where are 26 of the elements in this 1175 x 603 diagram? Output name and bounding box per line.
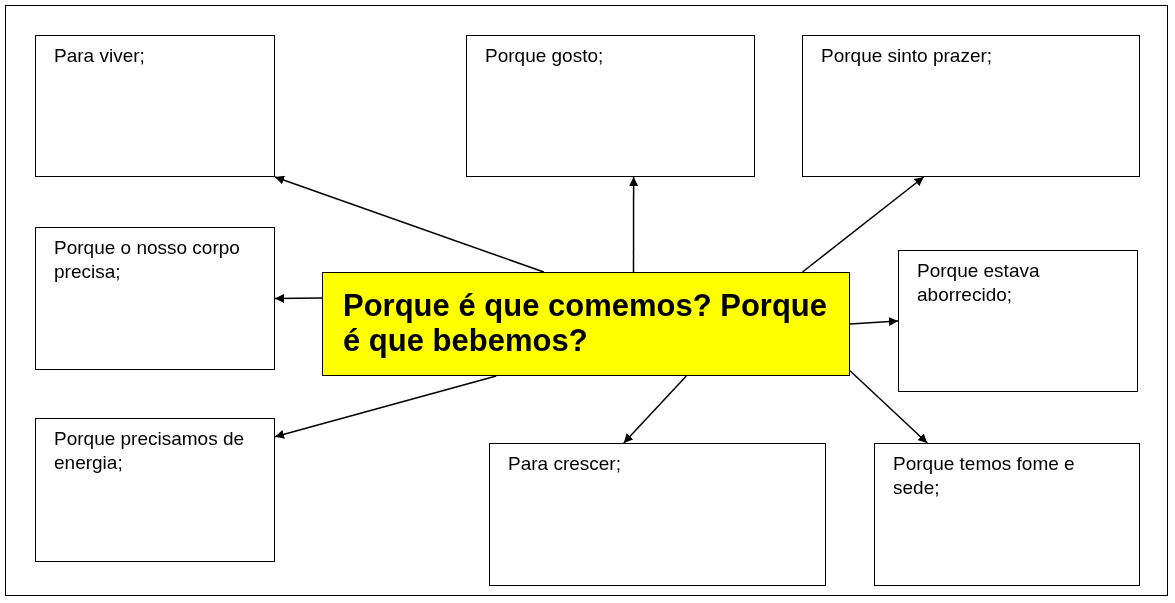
central-question-box [322,272,850,376]
arrow [801,176,925,273]
arrow [849,317,899,327]
answer-text: Para crescer; [508,452,622,476]
answer-text: Porque precisamos de energia; [54,427,246,475]
arrow [623,375,688,444]
arrow [274,175,545,273]
question-text: Porque é que comemos? Porque é que bebemos? [343,289,829,359]
arrow [849,370,928,444]
answer-box [466,35,755,177]
arrow [274,375,497,439]
answer-text: Para viver; [54,44,146,68]
answer-box [35,418,275,562]
answer-box [489,443,826,586]
answer-box [874,443,1140,586]
answer-box [898,250,1138,392]
answer-text: Porque estava aborrecido; [917,259,1041,307]
answer-text: Porque o nosso corpo precisa; [54,236,241,284]
answer-box [35,227,275,370]
answer-text: Porque temos fome e sede; [893,452,1076,500]
answer-text: Porque sinto prazer; [821,44,994,68]
arrow [274,293,323,303]
answer-box [35,35,275,177]
arrow [629,176,639,273]
answer-text: Porque gosto; [485,44,605,68]
answer-box [802,35,1140,177]
